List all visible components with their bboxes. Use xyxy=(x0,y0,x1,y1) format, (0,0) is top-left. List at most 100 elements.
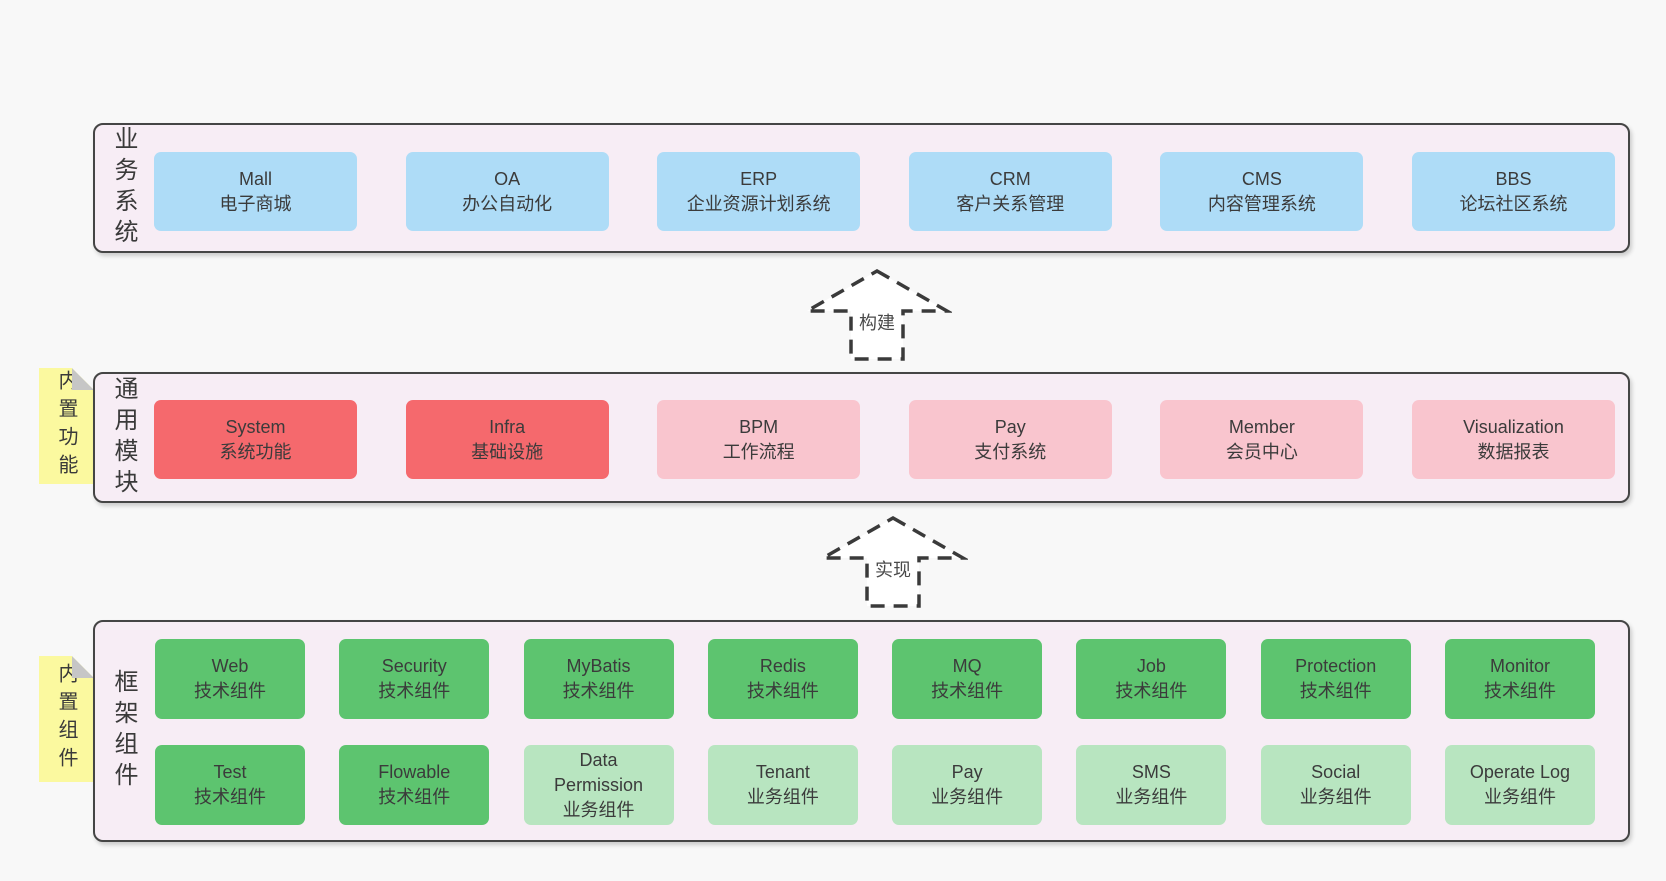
box-subtitle: 基础设施 xyxy=(471,441,544,462)
box-subtitle: 工作流程 xyxy=(722,441,795,462)
box-title: CMS xyxy=(1241,168,1282,189)
implement-arrow-label: 实现 xyxy=(875,560,911,580)
band-framework-components-label: 框架组件 xyxy=(110,669,137,793)
box-flowable: Flowable 技术组件 xyxy=(339,745,490,825)
box-cms: CMS 内容管理系统 xyxy=(1160,152,1364,231)
box-test: Test 技术组件 xyxy=(155,745,305,825)
build-arrow-icon: 构建 xyxy=(802,268,952,361)
box-infra: Infra 基础设施 xyxy=(405,400,609,479)
box-subtitle: 会员中心 xyxy=(1225,441,1298,462)
band-framework-components: 框架组件 Web 技术组件 Security 技术组件 MyBatis 技术组件… xyxy=(93,620,1630,842)
box-title: Data Permission xyxy=(554,749,644,795)
box-sms: SMS 业务组件 xyxy=(1076,745,1227,825)
box-operate-log: Operate Log 业务组件 xyxy=(1444,745,1595,825)
box-title: Web xyxy=(211,656,249,676)
tab-built-in-features-label: 内置功能 xyxy=(55,370,77,482)
box-subtitle: 客户关系管理 xyxy=(956,193,1065,214)
box-subtitle: 技术组件 xyxy=(1115,681,1188,701)
business-systems-row: Mall 电子商城 OA 办公自动化 ERP 企业资源计划系统 CRM 客户关系… xyxy=(154,152,1615,231)
box-title: Social xyxy=(1311,762,1361,782)
box-mall: Mall 电子商城 xyxy=(154,152,357,231)
box-subtitle: 论坛社区系统 xyxy=(1459,193,1568,214)
box-title: Flowable xyxy=(378,762,451,782)
box-erp: ERP 企业资源计划系统 xyxy=(657,152,861,231)
box-job: Job 技术组件 xyxy=(1076,639,1227,719)
box-oa: OA 办公自动化 xyxy=(405,152,609,231)
box-subtitle: 业务组件 xyxy=(746,787,819,807)
box-subtitle: 数据报表 xyxy=(1477,441,1550,462)
box-title: BPM xyxy=(739,416,779,437)
box-subtitle: 技术组件 xyxy=(194,681,266,701)
box-mq: MQ 技术组件 xyxy=(892,639,1043,719)
box-subtitle: 技术组件 xyxy=(562,681,635,701)
box-title: Tenant xyxy=(755,762,810,782)
box-member: Member 会员中心 xyxy=(1160,400,1364,479)
box-mybatis: MyBatis 技术组件 xyxy=(523,639,674,719)
folded-corner-icon xyxy=(72,656,94,678)
box-title: Pay xyxy=(994,416,1026,437)
box-title: Redis xyxy=(759,656,806,676)
box-title: Mall xyxy=(238,168,272,189)
box-subtitle: 技术组件 xyxy=(378,681,451,701)
box-subtitle: 电子商城 xyxy=(219,193,292,214)
box-social: Social 业务组件 xyxy=(1260,745,1411,825)
tab-built-in-features: 内置功能 xyxy=(39,368,94,484)
box-subtitle: 系统功能 xyxy=(219,441,292,462)
box-subtitle: 业务组件 xyxy=(1115,787,1188,807)
box-bbs: BBS 论坛社区系统 xyxy=(1411,152,1615,231)
box-subtitle: 支付系统 xyxy=(974,441,1047,462)
box-system: System 系统功能 xyxy=(154,400,357,479)
box-subtitle: 技术组件 xyxy=(194,787,266,807)
box-title: Infra xyxy=(489,416,526,437)
box-subtitle: 业务组件 xyxy=(562,799,635,820)
box-subtitle: 业务组件 xyxy=(1299,787,1372,807)
box-monitor: Monitor 技术组件 xyxy=(1444,639,1595,719)
box-title: Test xyxy=(213,762,247,782)
box-title: Security xyxy=(381,656,447,676)
box-subtitle: 企业资源计划系统 xyxy=(686,193,831,214)
common-modules-row: System 系统功能 Infra 基础设施 BPM 工作流程 Pay 支付系统… xyxy=(154,400,1615,479)
box-redis: Redis 技术组件 xyxy=(707,639,858,719)
box-title: Protection xyxy=(1295,656,1377,676)
box-title: MQ xyxy=(952,656,982,676)
box-subtitle: 办公自动化 xyxy=(462,193,553,214)
box-title: Job xyxy=(1136,656,1166,676)
box-title: CRM xyxy=(989,168,1031,189)
framework-components-row-1: Web 技术组件 Security 技术组件 MyBatis 技术组件 Redi… xyxy=(155,639,1595,719)
folded-corner-icon xyxy=(72,368,94,390)
box-title: SMS xyxy=(1131,762,1171,782)
box-protection: Protection 技术组件 xyxy=(1260,639,1411,719)
box-pay-component: Pay 业务组件 xyxy=(892,745,1043,825)
box-subtitle: 技术组件 xyxy=(378,787,451,807)
box-title: MyBatis xyxy=(566,656,631,676)
box-subtitle: 内容管理系统 xyxy=(1207,193,1316,214)
box-data-permission: Data Permission 业务组件 xyxy=(523,745,674,825)
tab-built-in-components-label: 内置组件 xyxy=(55,663,77,775)
box-visualization: Visualization 数据报表 xyxy=(1411,400,1615,479)
box-subtitle: 技术组件 xyxy=(931,681,1004,701)
band-common-modules: 通用模块 System 系统功能 Infra 基础设施 BPM 工作流程 Pay… xyxy=(93,372,1630,503)
box-subtitle: 业务组件 xyxy=(1483,787,1556,807)
build-arrow-label: 构建 xyxy=(859,313,895,333)
box-title: Operate Log xyxy=(1469,762,1570,782)
box-title: BBS xyxy=(1495,168,1532,189)
box-subtitle: 技术组件 xyxy=(1483,681,1556,701)
box-tenant: Tenant 业务组件 xyxy=(707,745,858,825)
band-common-modules-label: 通用模块 xyxy=(110,375,137,500)
band-business-systems-label: 业务系统 xyxy=(110,126,137,250)
box-title: Visualization xyxy=(1463,416,1564,437)
implement-arrow-icon: 实现 xyxy=(818,515,968,608)
box-subtitle: 技术组件 xyxy=(1299,681,1372,701)
box-crm: CRM 客户关系管理 xyxy=(908,152,1112,231)
box-title: OA xyxy=(494,168,521,189)
box-web: Web 技术组件 xyxy=(155,639,305,719)
tab-built-in-components: 内置组件 xyxy=(39,656,94,782)
box-subtitle: 业务组件 xyxy=(931,787,1004,807)
box-security: Security 技术组件 xyxy=(339,639,490,719)
box-title: ERP xyxy=(740,168,778,189)
box-pay-module: Pay 支付系统 xyxy=(908,400,1112,479)
band-business-systems: 业务系统 Mall 电子商城 OA 办公自动化 ERP 企业资源计划系统 CRM… xyxy=(93,123,1630,253)
box-title: System xyxy=(225,416,286,437)
framework-components-row-2: Test 技术组件 Flowable 技术组件 Data Permission … xyxy=(155,745,1595,825)
